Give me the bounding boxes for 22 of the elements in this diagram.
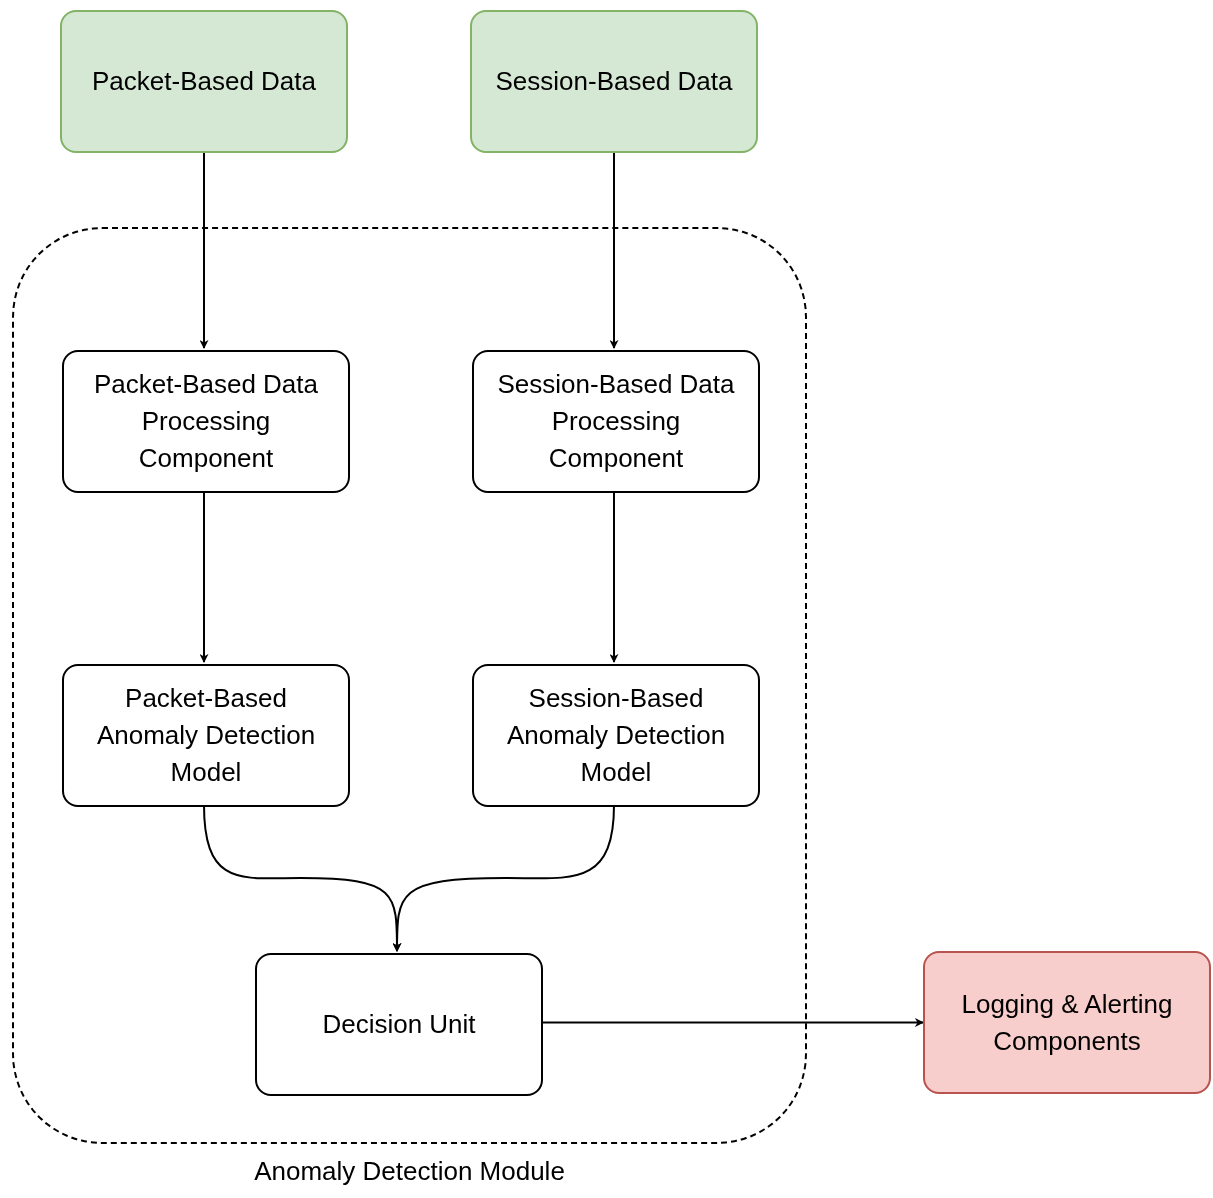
process-box [472,664,760,807]
arrow [199,490,209,663]
process-box [472,350,760,493]
output-box [923,951,1211,1094]
box-label: Decision Unit [322,1008,476,1041]
arrow [199,152,209,349]
process-box [62,350,350,493]
box-label: Session-Based Data [495,65,733,98]
process-box [62,664,350,807]
box-label: Session-Based Anomaly Detection Model [505,682,727,789]
module-label: Anomaly Detection Module [253,1156,566,1187]
box-label: Packet-Based Anomaly Detection Model [95,682,317,789]
box-label: Packet-Based Data [92,65,316,98]
box-label: Session-Based Data Processing Component [496,368,736,475]
arrow [609,152,619,349]
process-box [255,953,543,1096]
data-source-box [470,10,758,153]
data-source-box [60,10,348,153]
box-label: Logging & Alerting Components [960,987,1174,1058]
arrow [609,490,619,663]
box-label: Packet-Based Data Processing Component [93,368,319,475]
arrow [392,804,615,952]
